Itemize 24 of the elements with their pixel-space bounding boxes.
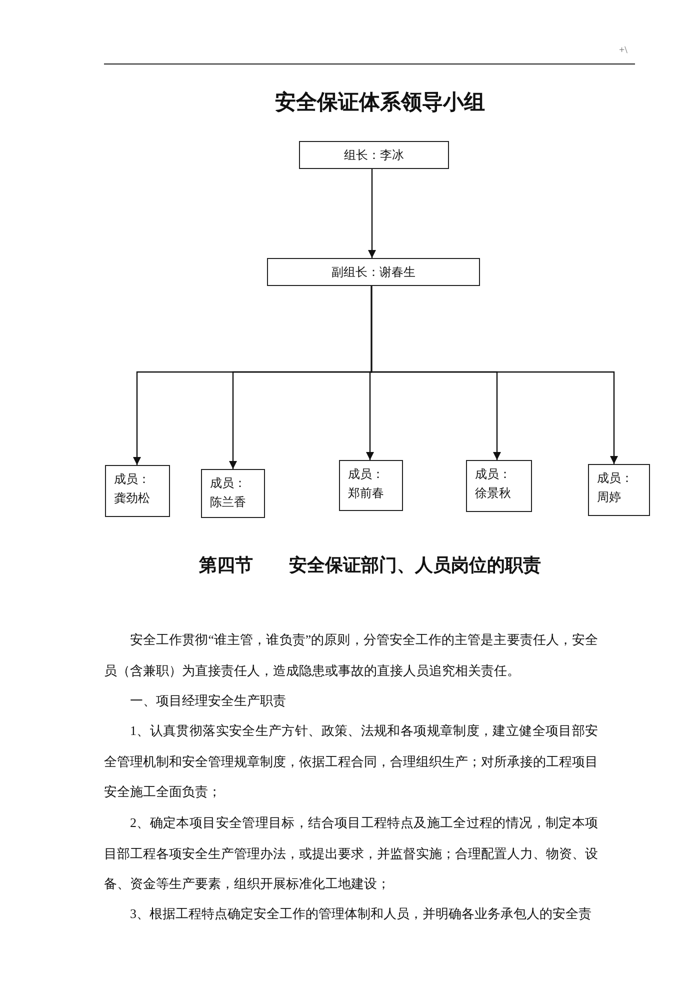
member-box (466, 460, 532, 512)
role-name: 成员：周婷 (597, 470, 634, 506)
role-name: 成员：龚劲松 (114, 471, 151, 508)
paragraph: 3、根据工程特点确定安全工作的管理体制和人员，并明确各业务承包人的安全责 (129, 905, 592, 923)
paragraph: 1、认真贯彻落实安全生产方针、政策、法规和各项规章制度，建立健全项目部安全管理机制和安全管理规章制度，依据工程合同，合理组织生产；对所承接的工程项目安全施工全面负责； (104, 722, 598, 801)
member-box (588, 464, 650, 516)
member-box (339, 460, 403, 511)
arrow (368, 169, 376, 258)
diagram-title: 安全保证体系领导小组 (274, 89, 486, 116)
paragraph: 一、项目经理安全生产职责 (129, 692, 287, 710)
member-box (105, 465, 170, 517)
role-name: 成员：徐景秋 (475, 466, 512, 502)
paragraph: 安全工作贯彻“谁主管，谁负责”的原则，分管安全工作的主管是主要责任人，安全员（含兼职）为直接责任人，造成隐患或事故的直接人员追究相关责任。 (104, 631, 598, 680)
role-name: 副组长：谢春生 (330, 264, 416, 281)
member-box (201, 469, 265, 518)
role-name: 成员：陈兰香 (210, 475, 247, 512)
arrow (370, 286, 618, 464)
paragraph: 2、确定本项目安全管理目标，结合项目工程特点及施工全过程的情况，制定本项目部工程各项安全生产管理办法，或提出要求，并监督实施；合理配置人力、物资、设备、资金等生产要素，组织开展标准化工地建设； (104, 814, 598, 893)
role-name: 组长：李冰 (343, 147, 405, 164)
page-mark: +\ (619, 45, 628, 56)
section-heading: 第四节 安全保证部门、人员岗位的职责 (198, 554, 542, 577)
leader-box (299, 141, 449, 169)
leader-box (267, 258, 480, 286)
role-name: 成员：郑前春 (348, 466, 385, 502)
